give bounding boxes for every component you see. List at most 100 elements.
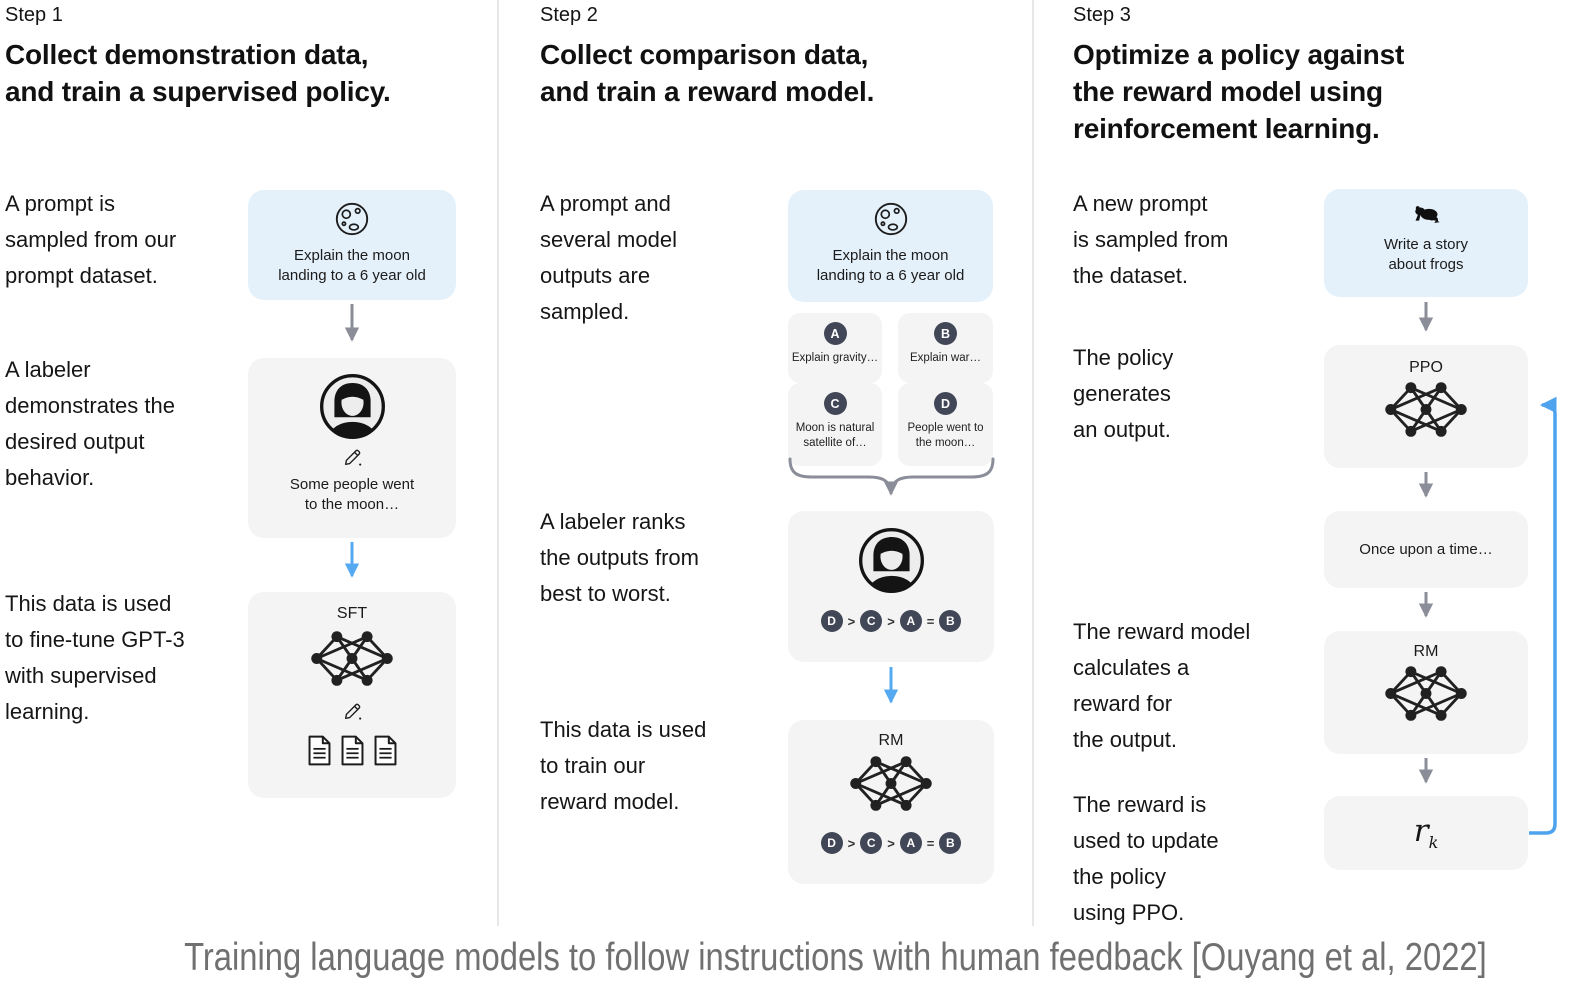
step2-title-line2: and train a reward model.	[540, 76, 875, 107]
rank-letter: B	[939, 832, 962, 854]
option-letter-c: C	[823, 392, 847, 415]
step3-title-line1: Optimize a policy against	[1073, 39, 1405, 70]
option-box-a: A Explain gravity…	[788, 313, 882, 383]
step3-reward-box: rk	[1324, 796, 1528, 870]
ppo-network-slot	[1384, 379, 1468, 445]
column-divider-1	[497, 0, 499, 926]
rm-network-slot	[1384, 663, 1468, 729]
moon-icon	[874, 202, 907, 236]
option-box-d: D People went to the moon…	[898, 383, 993, 466]
sft-label: SFT	[336, 605, 368, 622]
step2-labeler-ranking-box: D > C > A = B	[788, 511, 994, 662]
option-letter-a: A	[823, 322, 847, 345]
rm-label: RM	[878, 732, 904, 749]
step3-output-text: Once upon a time…	[1359, 540, 1493, 558]
option-box-b: B Explain war…	[898, 313, 993, 383]
option-text-a: Explain gravity…	[791, 352, 879, 364]
step1-title-line1: Collect demonstration data,	[5, 39, 369, 70]
option-text-b: Explain war…	[910, 352, 981, 364]
reward-value: rk	[1414, 813, 1439, 852]
step1-sft-box: SFT	[248, 592, 456, 798]
step3-paragraph-2: The policy generates an output.	[1073, 345, 1174, 442]
documents-row	[306, 735, 399, 771]
step1-prompt-box: Explain the moon landing to a 6 year old	[248, 190, 456, 300]
step2-paragraph-2: A labeler ranks the outputs from best to…	[540, 509, 699, 606]
step2-label: Step 2	[540, 4, 598, 26]
step1-label: Step 1	[5, 4, 63, 26]
step3-label: Step 3	[1073, 4, 1131, 26]
moon-icon-slot	[333, 200, 371, 243]
frog-icon-slot	[1413, 203, 1440, 229]
pencil-icon-slot	[342, 701, 363, 727]
rank-letter: D	[820, 610, 843, 632]
step3-prompt-text: Write a story about frogs	[1384, 236, 1468, 273]
rank-letter: C	[860, 610, 883, 632]
document-icon	[374, 735, 396, 766]
rank-op: =	[926, 835, 935, 851]
step3-paragraph-4: The reward is used to update the policy …	[1073, 792, 1219, 925]
labeler-avatar-slot	[858, 527, 925, 599]
rank-op: >	[887, 613, 895, 629]
step1-demonstration-text: Some people went to the moon…	[289, 476, 415, 513]
moon-icon-slot	[872, 200, 910, 243]
rank-op: >	[887, 835, 895, 851]
column-divider-2	[1032, 0, 1034, 926]
document-icon-slot	[372, 735, 399, 771]
reward-r: r	[1413, 813, 1429, 850]
step1-paragraph-1: A prompt is sampled from our prompt data…	[5, 191, 177, 288]
pencil-icon	[344, 449, 361, 466]
step3-title: Optimize a policy against the reward mod…	[1073, 36, 1404, 147]
step2-paragraph-3: This data is used to train our reward mo…	[540, 717, 707, 814]
step3-rm-box: RM	[1324, 631, 1528, 754]
frog-icon	[1414, 206, 1440, 223]
step1-paragraph-2: A labeler demonstrates the desired outpu…	[5, 357, 175, 490]
step2-title-line1: Collect comparison data,	[540, 39, 869, 70]
document-icon	[308, 735, 330, 766]
step1-labeler-box: Some people went to the moon…	[248, 358, 456, 538]
rank-letter: A	[899, 832, 922, 854]
step3-ppo-box: PPO	[1324, 345, 1528, 468]
rank-letter: D	[820, 832, 843, 854]
document-icon-slot	[339, 735, 366, 771]
option-box-c: C Moon is natural satellite of…	[788, 383, 882, 466]
feedback-loop-reward-to-ppo	[1529, 396, 1557, 835]
step1-paragraph-3: This data is used to fine-tune GPT-3 wit…	[5, 591, 185, 724]
step3-title-line2: the reward model using	[1073, 76, 1383, 107]
sft-network-slot	[310, 628, 394, 694]
option-letter-d: D	[934, 392, 957, 415]
reward-subscript-k: k	[1428, 833, 1439, 853]
step3-title-line3: reinforcement learning.	[1073, 113, 1380, 144]
ranking-row: D > C > A = B	[820, 832, 962, 854]
rank-letter: C	[860, 832, 883, 854]
document-icon-slot	[306, 735, 333, 771]
ppo-label: PPO	[1409, 359, 1443, 376]
neural-network-icon	[850, 756, 932, 811]
option-text-c: Moon is natural satellite of…	[795, 422, 875, 449]
step1-prompt-text: Explain the moon landing to a 6 year old	[278, 247, 426, 284]
pencil-icon-slot	[342, 447, 363, 473]
rank-op: >	[847, 835, 856, 851]
neural-network-icon	[311, 631, 393, 686]
step1-title: Collect demonstration data, and train a …	[5, 36, 391, 110]
step2-title: Collect comparison data, and train a rew…	[540, 36, 874, 110]
neural-network-icon	[1385, 382, 1467, 437]
step2-prompt-box: Explain the moon landing to a 6 year old	[788, 190, 993, 302]
ranking-row: D > C > A = B	[820, 610, 962, 632]
step3-paragraph-3: The reward model calculates a reward for…	[1073, 619, 1251, 752]
rm-label: RM	[1413, 643, 1439, 660]
moon-icon	[335, 202, 369, 236]
step2-paragraph-1: A prompt and several model outputs are s…	[540, 191, 677, 324]
rank-op: =	[926, 613, 935, 629]
pencil-icon	[344, 703, 361, 720]
rank-letter: B	[939, 610, 962, 632]
rm-network-slot	[849, 753, 933, 819]
step2-rm-box: RM D > C > A = B	[788, 720, 994, 884]
figure-caption-text: Training language models to follow instr…	[184, 936, 1487, 979]
neural-network-icon	[1385, 666, 1467, 721]
rank-op: >	[847, 613, 856, 629]
step3-paragraph-1: A new prompt is sampled from the dataset…	[1073, 191, 1229, 288]
document-icon	[341, 735, 363, 766]
option-text-d: People went to the moon…	[907, 422, 984, 449]
labeler-avatar	[858, 528, 924, 593]
